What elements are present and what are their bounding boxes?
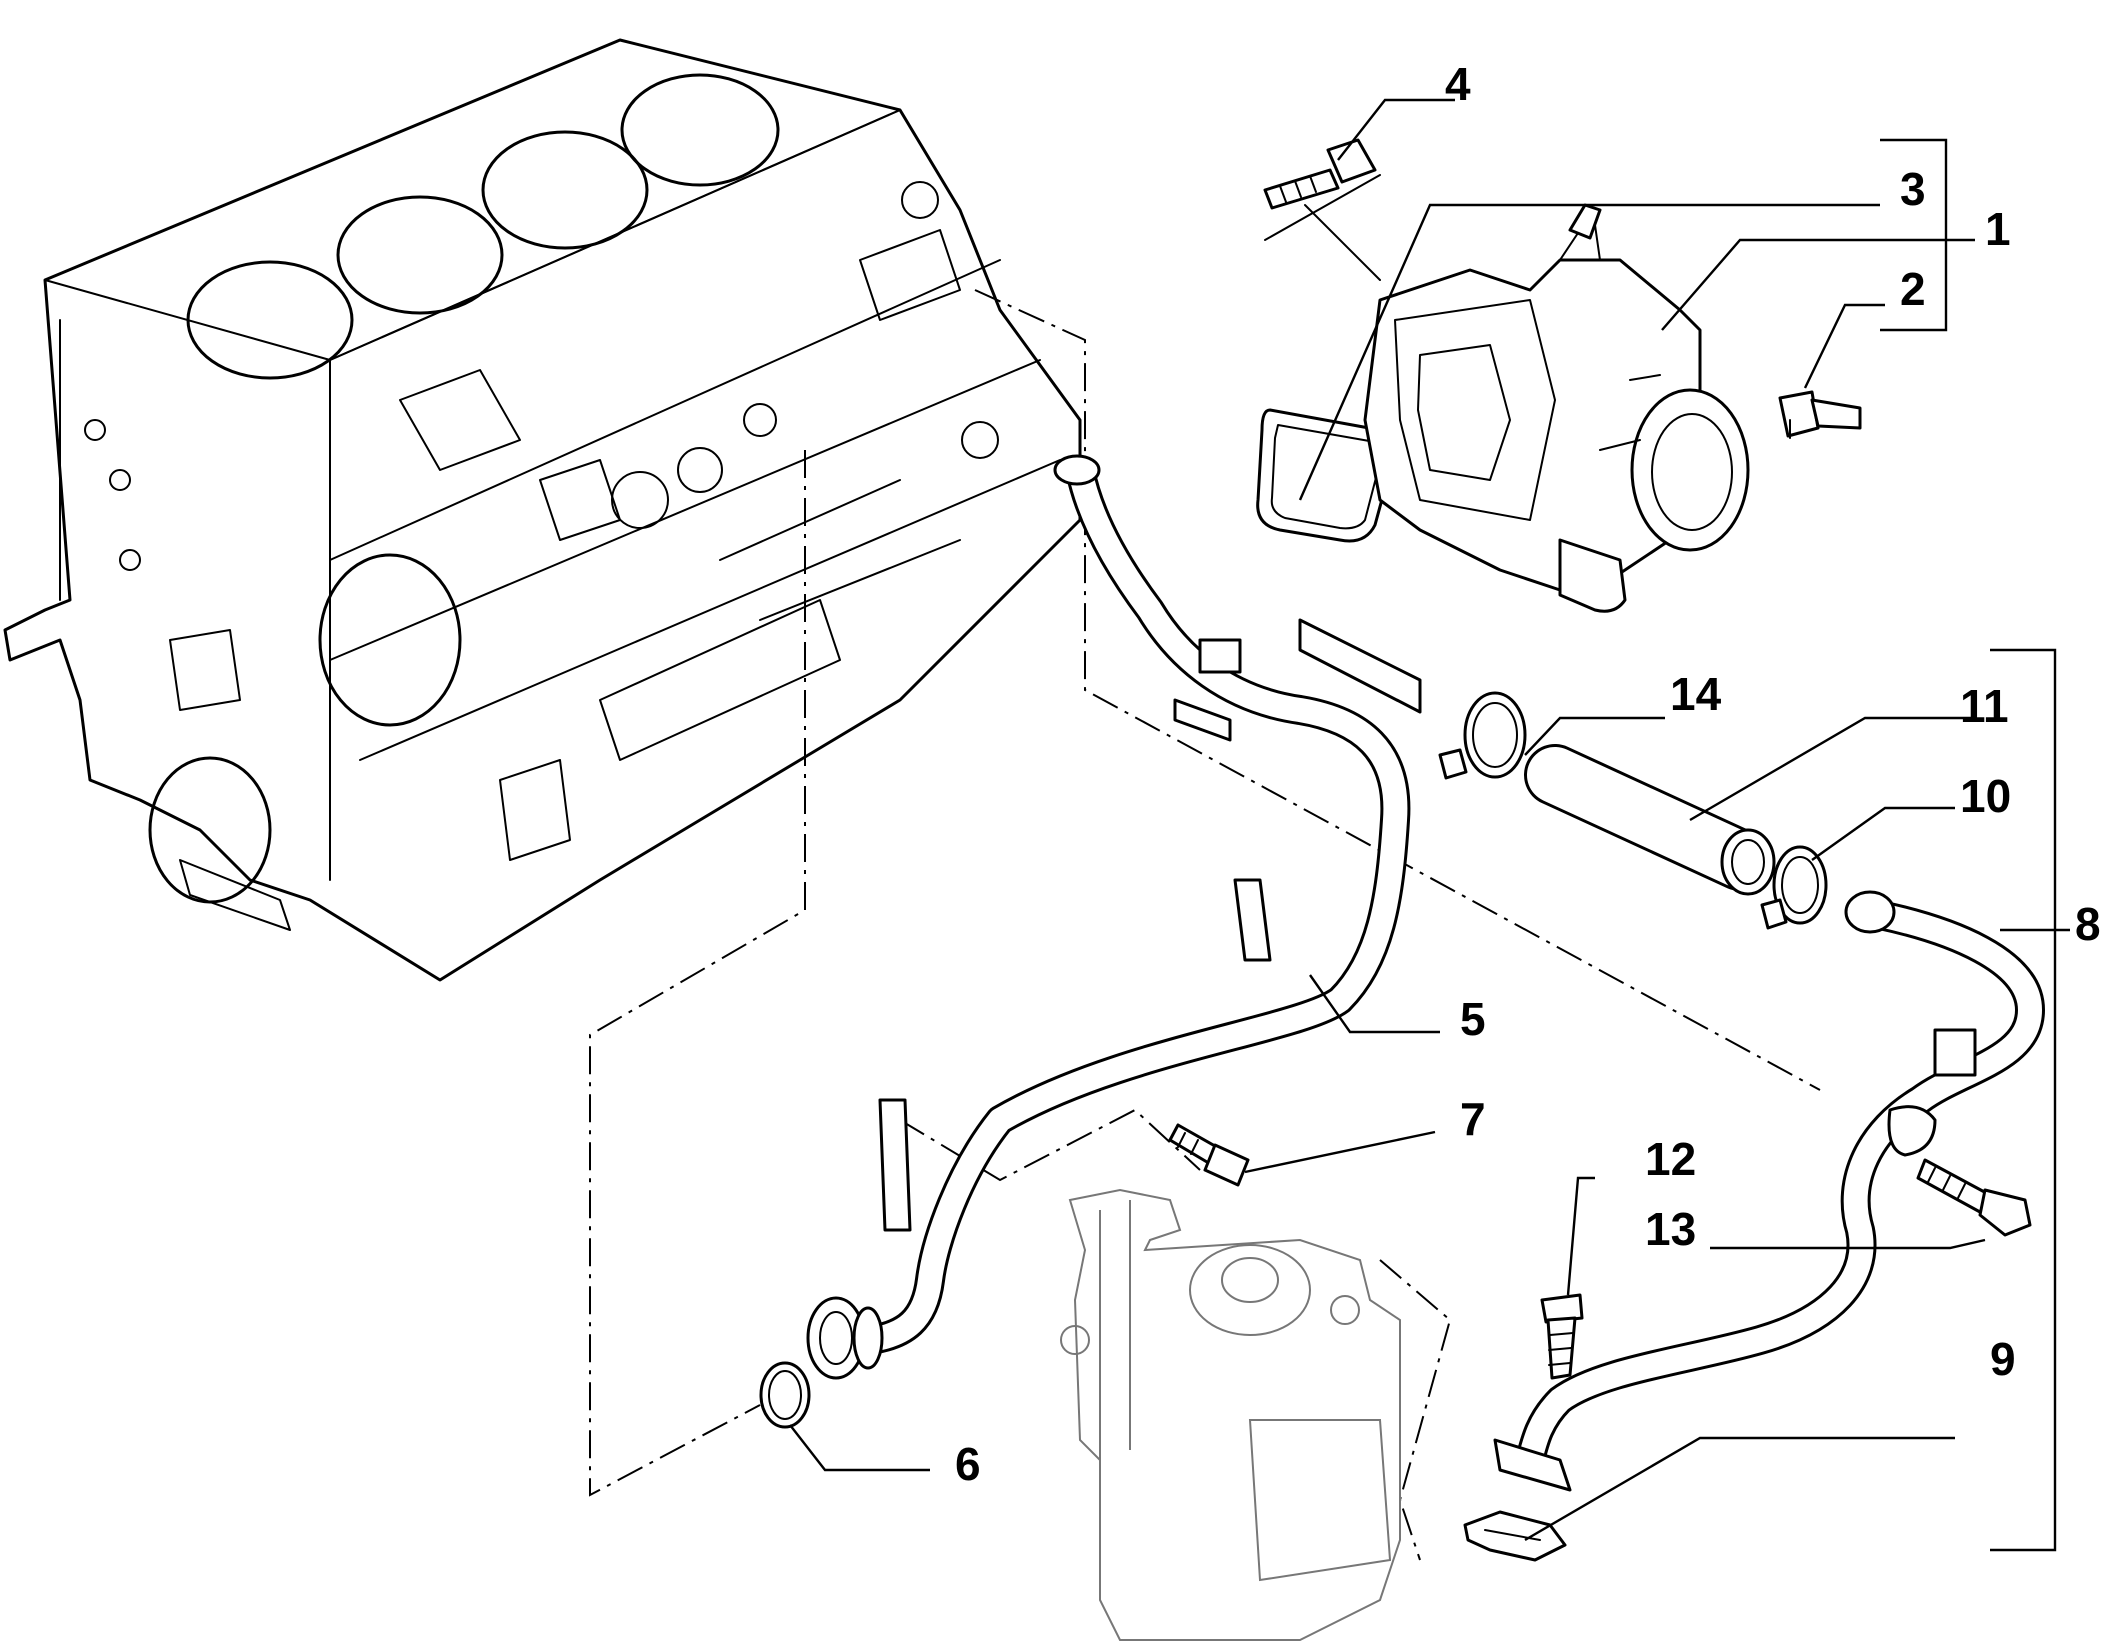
part-14-clamp <box>1438 691 1527 780</box>
part-10-clamp <box>1760 845 1828 930</box>
part-7-bolt <box>1168 1123 1250 1187</box>
leader-5 <box>1309 974 1440 1034</box>
part-4-bolt <box>1263 138 1381 281</box>
part-13-bolt <box>1916 1158 2032 1237</box>
leader-13 <box>1710 1238 1986 1250</box>
assembly-brackets <box>1880 138 2057 1552</box>
leader-6 <box>789 1424 930 1472</box>
engine-block <box>3 38 1082 982</box>
callout-2: 2 <box>1900 263 1926 315</box>
leader-14 <box>1524 716 1665 756</box>
leader-1 <box>1661 238 1975 331</box>
callout-11: 11 <box>1960 680 2009 732</box>
callout-5: 5 <box>1460 993 1486 1045</box>
leader-10 <box>1811 806 1955 861</box>
callout-10: 10 <box>1960 770 2011 822</box>
part-8-pipe <box>1493 890 2045 1492</box>
leader-11 <box>1689 716 1975 822</box>
leader-7 <box>1244 1130 1436 1174</box>
callout-7: 7 <box>1460 1093 1486 1145</box>
part-6-o-ring <box>759 1361 811 1429</box>
leader-lines <box>789 98 2070 1542</box>
part-9-gasket <box>1463 1510 1567 1562</box>
callout-12: 12 <box>1645 1133 1696 1185</box>
callout-8: 8 <box>2075 898 2101 950</box>
callout-14: 14 <box>1670 668 1722 720</box>
part-11-hose <box>1524 744 1776 896</box>
callout-6: 6 <box>955 1438 981 1490</box>
part-12-bolt <box>1540 1293 1584 1380</box>
callout-9: 9 <box>1990 1333 2016 1385</box>
leader-3 <box>1298 203 1880 501</box>
callout-1: 1 <box>1985 203 2011 255</box>
callout-3: 3 <box>1900 163 1926 215</box>
callout-4: 4 <box>1445 58 1471 110</box>
oil-filter-housing <box>1060 1188 1401 1641</box>
leader-2 <box>1803 303 1885 389</box>
leader-9 <box>1524 1436 1955 1542</box>
part-2-bleed-screw <box>1778 390 1862 439</box>
part-5-hose <box>806 454 1422 1380</box>
callout-labels: 4 3 1 2 14 11 10 8 5 7 12 13 9 6 <box>955 58 2101 1490</box>
leader-4 <box>1337 98 1455 161</box>
callout-13: 13 <box>1645 1203 1696 1255</box>
part-1-thermostat-housing <box>1363 203 1750 613</box>
leader-12 <box>1566 1176 1595 1296</box>
